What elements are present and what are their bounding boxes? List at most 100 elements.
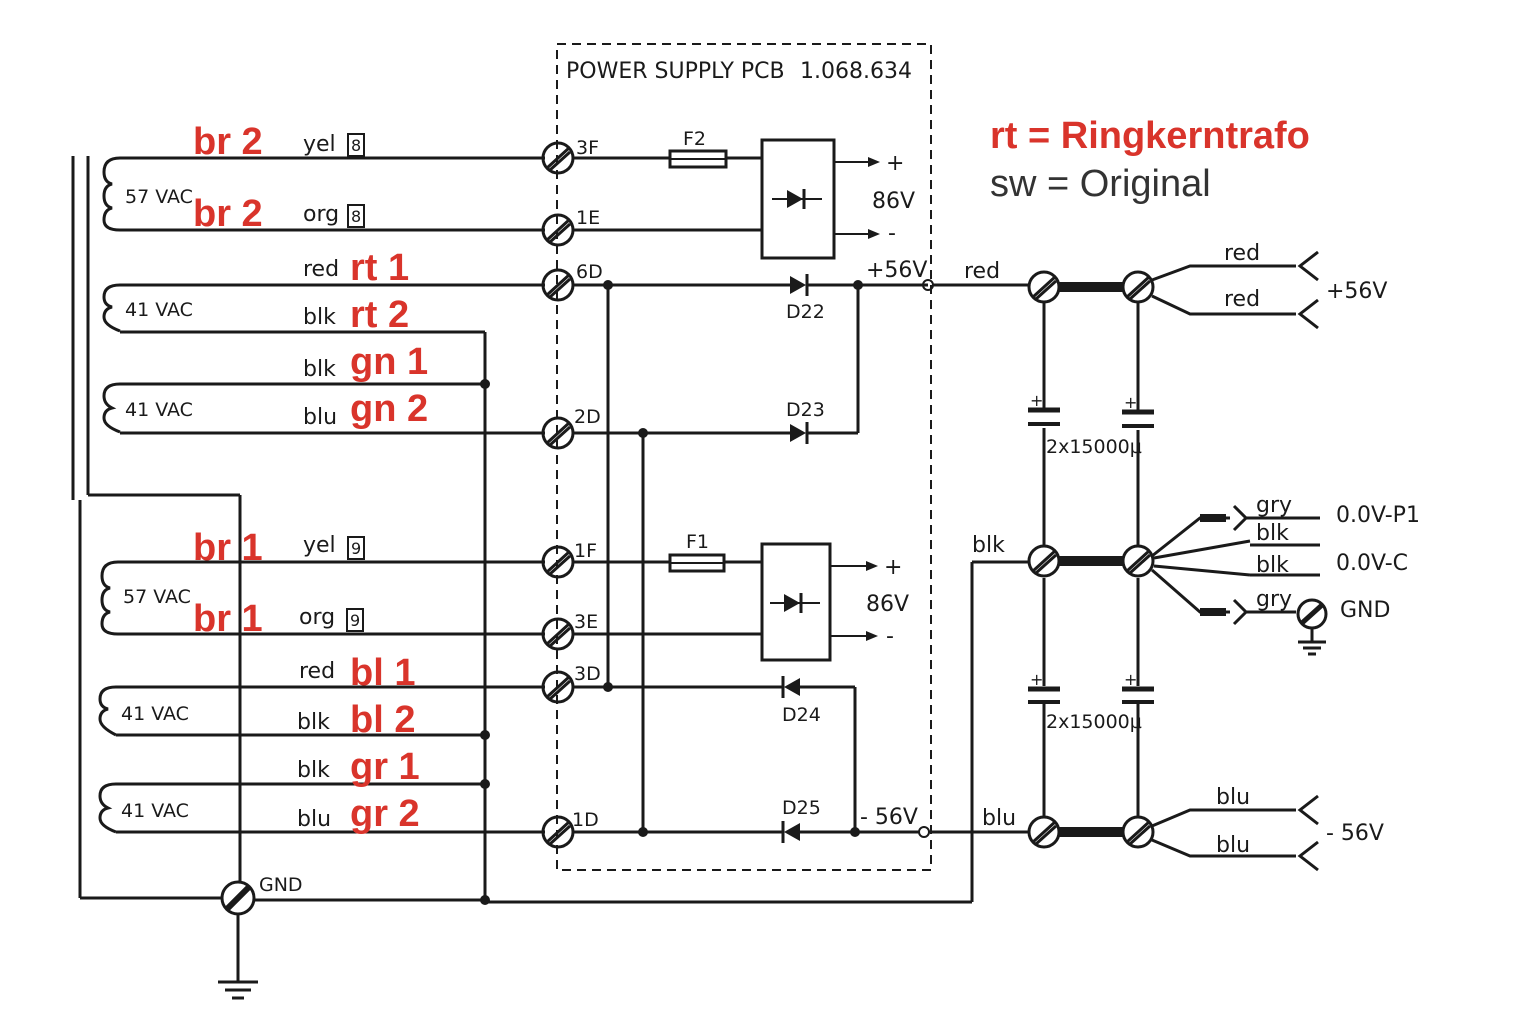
capacitor-upper-label: 2x15000µ	[1046, 436, 1142, 458]
wire-g-box	[347, 536, 365, 560]
connector-mid-wire-2: blk	[1256, 521, 1289, 546]
wire-c-tag: rt 1	[350, 247, 409, 289]
wire-g-tag: br 1	[193, 527, 263, 569]
wire-a-tag: br 2	[193, 121, 263, 163]
wire-f-color: blu	[303, 405, 337, 430]
cap-plus: +	[1030, 670, 1043, 689]
wire-k-color: blk	[297, 758, 330, 783]
wire-g-box-num: 9	[351, 539, 361, 558]
terminal-2d-label: 2D	[574, 406, 601, 428]
diode-d23-icon	[790, 422, 809, 444]
upper-minus: -	[888, 221, 896, 246]
ground-terminal-icon	[1296, 598, 1328, 656]
upper-rectifier-circuit	[573, 138, 880, 260]
rail-negative-label: - 56V	[860, 805, 918, 830]
diode-d24-label: D24	[782, 704, 821, 726]
connector-neg-wire-2: blu	[1216, 833, 1250, 858]
rail-positive-label: +56V	[866, 258, 927, 283]
wire-j-tag: bl 2	[350, 699, 415, 741]
wire-b-box-num: 8	[351, 207, 361, 226]
cap-plus: +	[1030, 391, 1043, 410]
wire-i-color: red	[299, 659, 335, 684]
connector-negative	[1151, 794, 1319, 872]
terminal-1f-label: 1F	[574, 540, 597, 562]
wire-e-tag: gn 1	[350, 341, 428, 383]
winding-3-label: 41 VAC	[125, 399, 193, 421]
out-wire-pos: red	[964, 259, 1000, 284]
ground-terminal-label: GND	[259, 874, 303, 896]
pcb-part-number: 1.068.634	[800, 59, 912, 84]
junction-dot	[480, 379, 490, 389]
diode-d25-icon	[781, 821, 800, 843]
wire-h-box	[346, 608, 364, 632]
winding-2-label: 41 VAC	[125, 299, 193, 321]
terminal-1d-label: 1D	[572, 809, 599, 831]
wire-i-tag: bl 1	[350, 652, 415, 694]
wire-d-tag: rt 2	[350, 294, 409, 336]
wire-b-color: org	[303, 202, 339, 227]
winding-6-label: 41 VAC	[121, 800, 189, 822]
wire-h-tag: br 1	[193, 598, 263, 640]
fuse-f1-label: F1	[686, 531, 709, 553]
fuse-f2-icon	[668, 149, 728, 169]
winding-2	[102, 283, 545, 900]
capacitor-icon	[1028, 686, 1060, 704]
capacitor-icon	[1122, 409, 1154, 428]
winding-3	[102, 382, 545, 435]
lower-rectifier-circuit	[573, 542, 878, 662]
out-wire-neg: blu	[982, 806, 1016, 831]
terminal-3d-label: 3D	[574, 663, 601, 685]
out-wire-mid: blk	[972, 533, 1005, 558]
winding-4	[100, 560, 545, 636]
wire-b-tag: br 2	[193, 193, 263, 235]
winding-6	[98, 782, 545, 834]
wire-b-box	[347, 204, 365, 228]
terminal-3f-label: 3F	[576, 137, 599, 159]
connector-pos-wire-2: red	[1224, 287, 1260, 312]
winding-5	[98, 685, 545, 737]
wire-a-box-num: 8	[351, 136, 361, 155]
connector-label-gnd: GND	[1340, 598, 1390, 623]
capacitor-lower-label: 2x15000µ	[1046, 711, 1142, 733]
diode-d23-label: D23	[786, 399, 825, 421]
bridge-rectifier-icon	[772, 189, 822, 209]
connector-neg-wire-1: blu	[1216, 785, 1250, 810]
lower-plus: +	[884, 555, 902, 580]
cap-plus: +	[1124, 393, 1137, 412]
terminal-6d-label: 6D	[576, 261, 603, 283]
pcb-title: POWER SUPPLY PCB	[566, 59, 785, 84]
legend-sw: sw = Original	[990, 163, 1211, 205]
wire-e-color: blk	[303, 357, 336, 382]
terminal-1e-label: 1E	[576, 207, 600, 229]
winding-5-label: 41 VAC	[121, 703, 189, 725]
wire-k-tag: gr 1	[350, 746, 420, 788]
terminal-3e-label: 3E	[574, 611, 598, 633]
winding-1	[102, 156, 545, 232]
lower-voltage: 86V	[866, 592, 909, 617]
winding-1-label: 57 VAC	[125, 186, 193, 208]
wire-a-color: yel	[303, 132, 336, 157]
diode-d22-icon	[790, 274, 809, 296]
connector-neg-label: - 56V	[1326, 821, 1384, 846]
connector-mid-wire-1: gry	[1256, 493, 1292, 518]
connector-positive	[1151, 250, 1319, 330]
ground-terminal	[220, 880, 485, 982]
diode-d22-label: D22	[786, 301, 825, 323]
winding-4-label: 57 VAC	[123, 586, 191, 608]
ground-symbol-icon	[218, 980, 258, 1000]
connector-pos-label: +56V	[1326, 279, 1387, 304]
cap-plus: +	[1124, 670, 1137, 689]
connector-ground	[1151, 504, 1320, 626]
wire-j-color: blk	[297, 710, 330, 735]
connector-pos-wire-1: red	[1224, 241, 1260, 266]
connector-mid-wire-4: gry	[1256, 587, 1292, 612]
output-terminals	[1027, 270, 1155, 849]
capacitor-icon	[1122, 686, 1154, 704]
wire-a-box	[347, 133, 365, 157]
fuse-f1-icon	[668, 553, 726, 573]
connector-label-p1: 0.0V-P1	[1336, 503, 1420, 528]
diode-d24-icon	[781, 676, 800, 698]
terminal-2d	[541, 416, 575, 450]
lower-minus: -	[886, 624, 894, 649]
